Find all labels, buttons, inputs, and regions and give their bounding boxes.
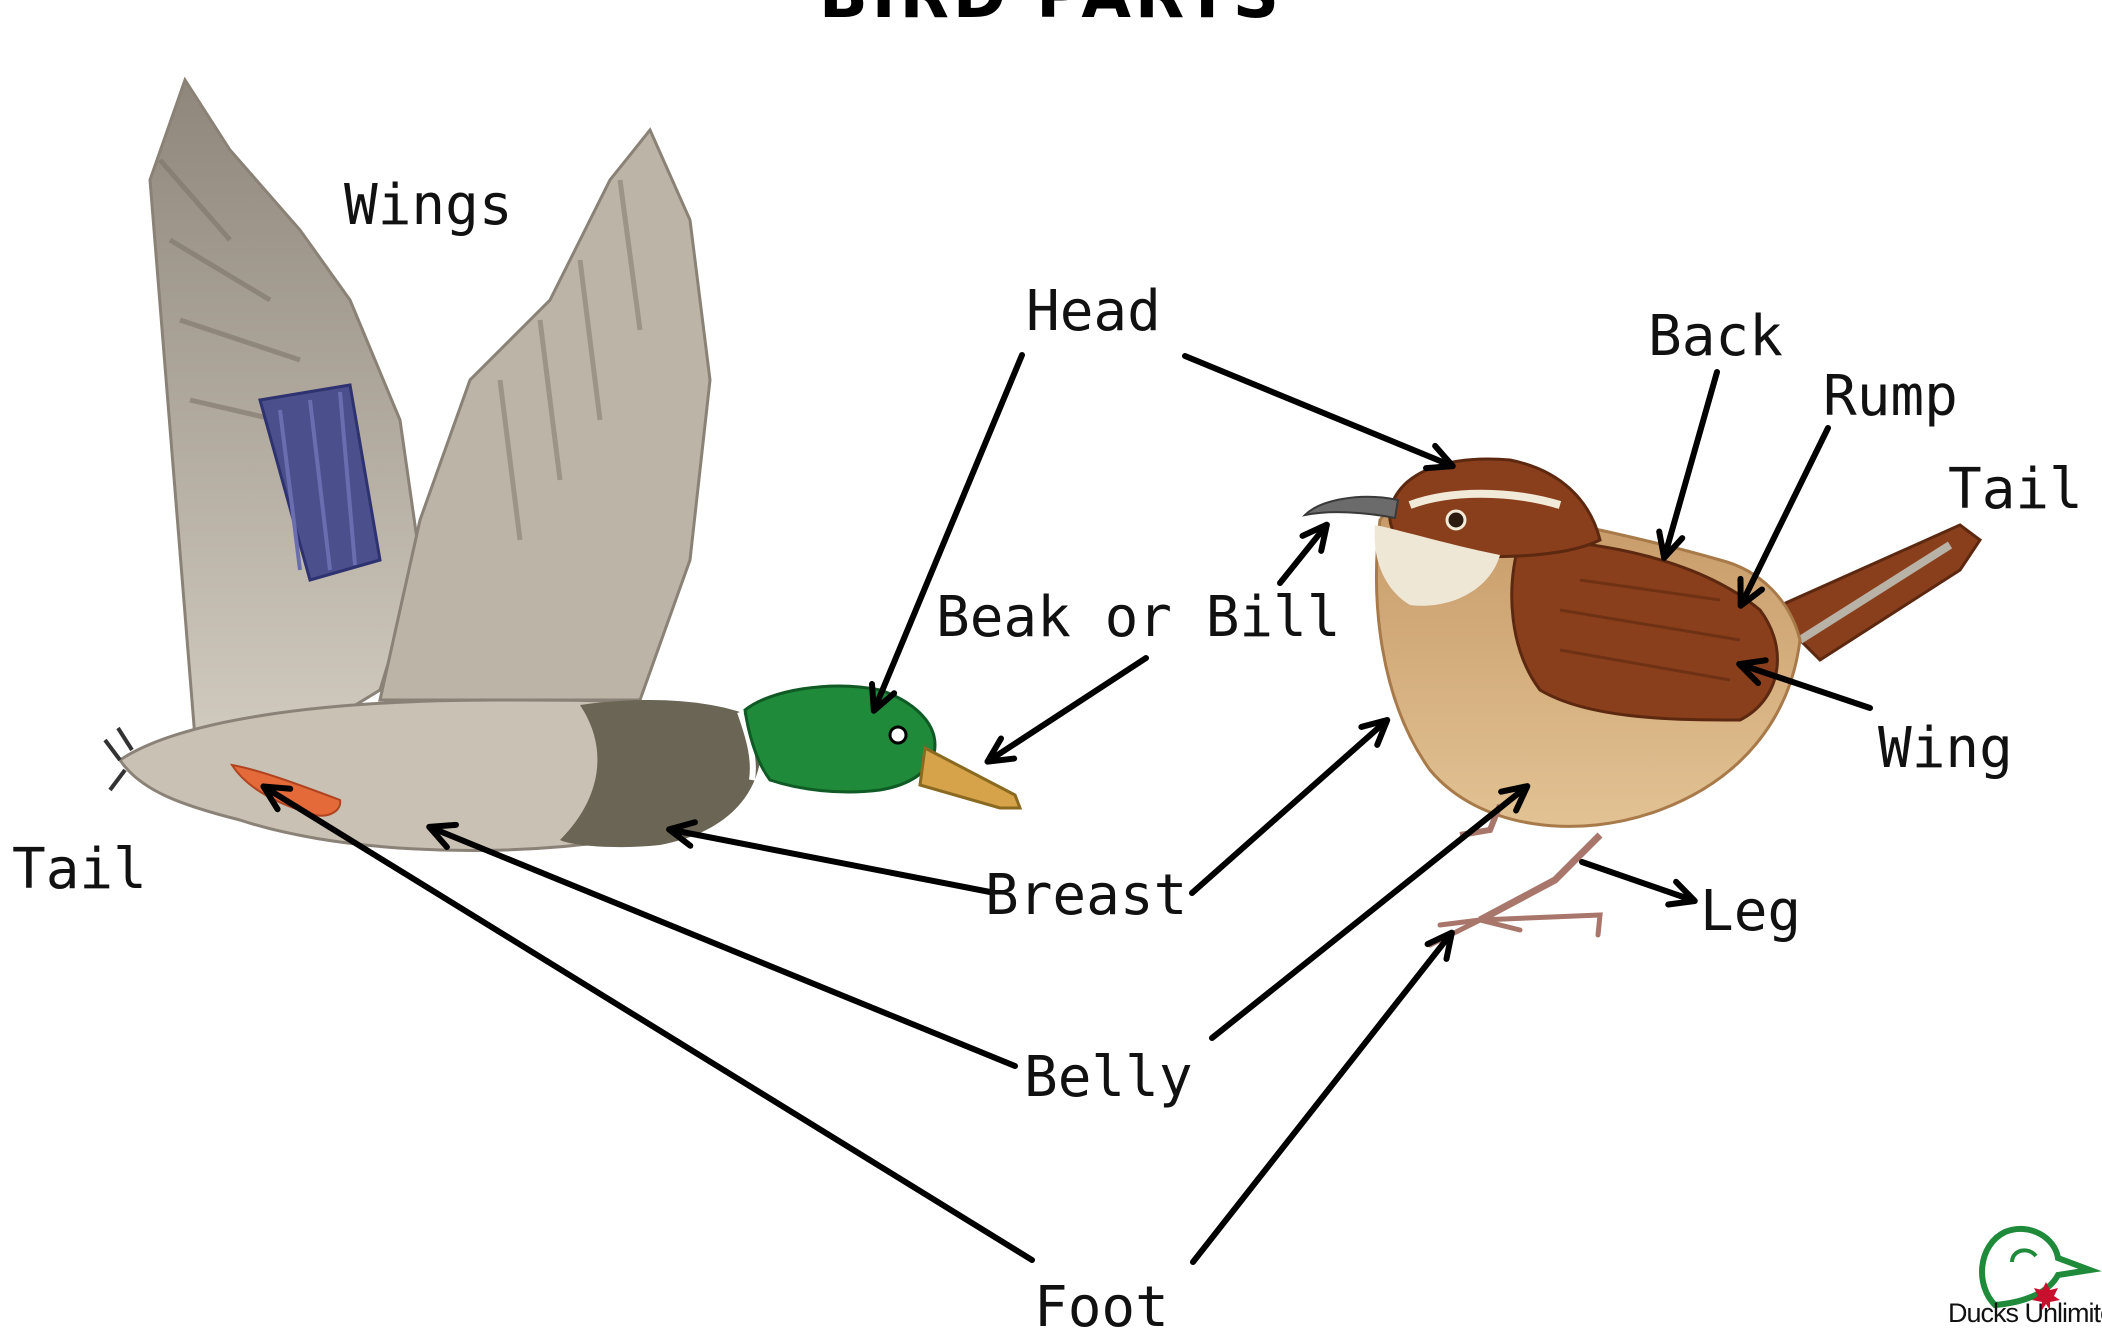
arrow-beak-wren	[1280, 527, 1325, 583]
label-wing: Wing	[1878, 721, 2013, 777]
arrow-back	[1665, 372, 1717, 555]
label-foot: Foot	[1034, 1280, 1169, 1334]
label-wings: Wings	[344, 178, 513, 234]
label-belly: Belly	[1024, 1050, 1193, 1106]
duck-bill	[920, 748, 1020, 808]
label-rump: Rump	[1823, 369, 1958, 425]
wren-eye	[1447, 511, 1465, 529]
arrow-rump	[1742, 428, 1828, 603]
arrow-head-duck	[875, 355, 1022, 708]
duck-illustration	[105, 80, 1020, 850]
label-breast: Breast	[985, 868, 1187, 924]
wren-foot	[1430, 915, 1600, 945]
logo-text: Ducks Unlimited	[1948, 1298, 2102, 1329]
label-tail-wren: Tail	[1948, 462, 2083, 518]
label-tail-duck: Tail	[12, 842, 147, 898]
arrow-beak-duck	[990, 658, 1146, 760]
arrow-foot-wren	[1193, 935, 1450, 1262]
label-leg: Leg	[1700, 884, 1801, 940]
wren-illustration	[1305, 459, 1980, 945]
arrow-breast-duck	[672, 830, 990, 892]
label-head: Head	[1026, 284, 1161, 340]
page-title: BIRD PARTS	[0, 0, 2102, 28]
arrow-leg	[1582, 862, 1692, 900]
arrow-head-wren	[1185, 356, 1450, 465]
wren-beak	[1305, 497, 1398, 518]
arrow-breast-wren	[1192, 722, 1385, 893]
label-back: Back	[1648, 309, 1783, 365]
duck-eye	[890, 727, 906, 743]
wren-leg	[1480, 835, 1600, 920]
label-beak-or-bill: Beak or Bill	[936, 590, 1341, 646]
arrow-belly-wren	[1212, 788, 1525, 1038]
